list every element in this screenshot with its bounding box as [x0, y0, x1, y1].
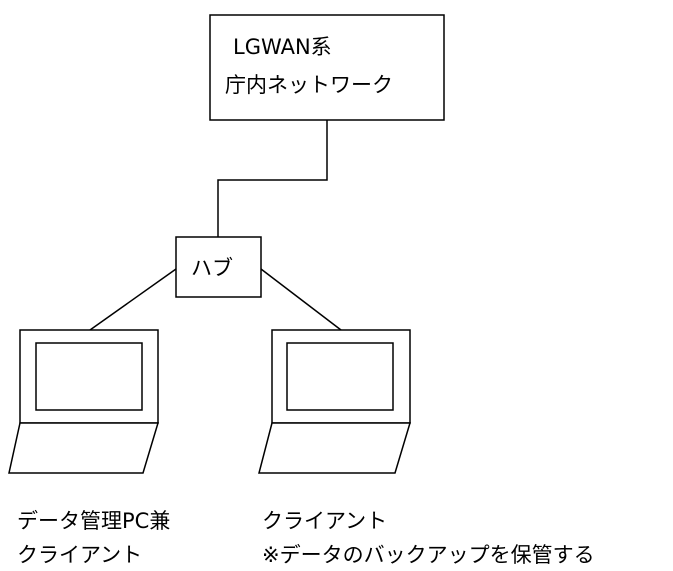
- laptop-left-caption-line1: データ管理PC兼: [17, 509, 171, 533]
- lgwan-network-box: [209, 14, 445, 121]
- laptop-right-caption-line2: ※データのバックアップを保管する: [262, 543, 595, 567]
- hub-label: ハブ: [191, 256, 233, 280]
- network-box-title: LGWAN系: [233, 35, 332, 59]
- laptop-right-caption-line1: クライアント: [262, 509, 388, 533]
- hub-to-right-laptop-connector: [260, 268, 342, 331]
- network-to-hub-connector: [217, 120, 328, 237]
- laptop-left-caption-line2: クライアント: [17, 543, 143, 567]
- network-box-subtitle: 庁内ネットワーク: [225, 73, 393, 97]
- hub-box: [175, 236, 262, 298]
- laptop-right-icon: [258, 329, 412, 474]
- laptop-left-icon: [8, 329, 160, 474]
- hub-to-left-laptop-connector: [89, 268, 177, 331]
